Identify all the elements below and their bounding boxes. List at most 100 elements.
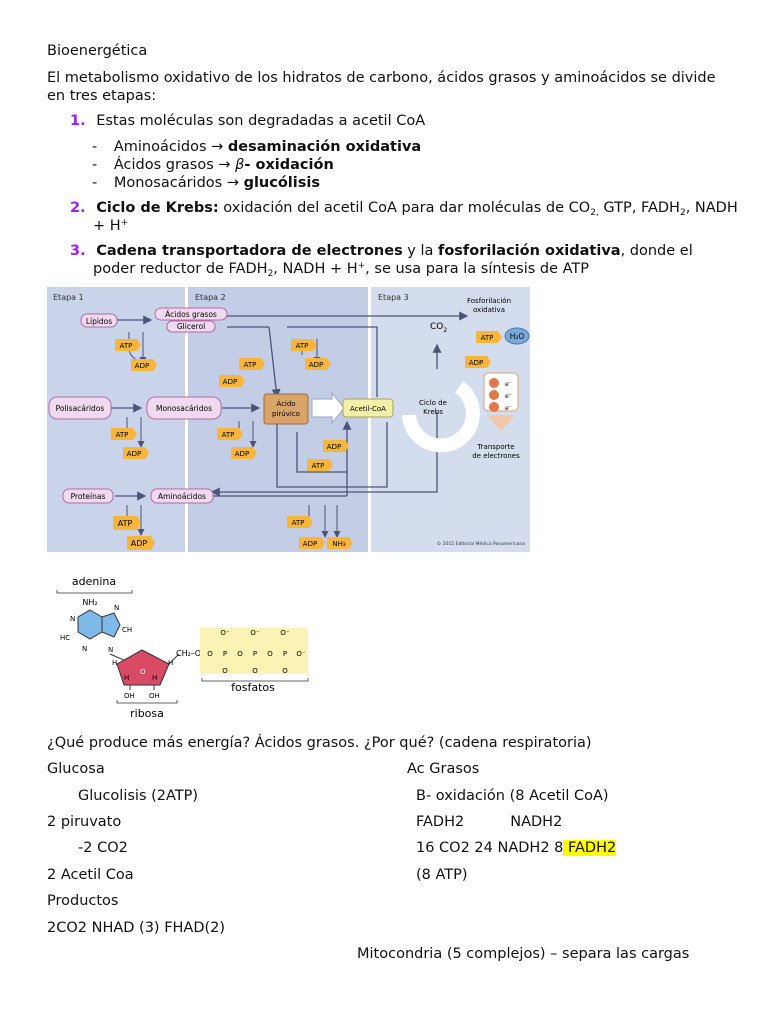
svg-text:ADP: ADP bbox=[127, 450, 141, 458]
step-text: oxidación del acetil CoA para dar molécu… bbox=[218, 200, 591, 216]
adenina-label: adenina bbox=[72, 575, 116, 588]
stage-2-label: Etapa 2 bbox=[195, 293, 226, 302]
step-text: Estas moléculas son degradadas a acetil … bbox=[96, 113, 426, 129]
svg-text:Ácidos grasos: Ácidos grasos bbox=[165, 310, 217, 319]
atp-badge bbox=[239, 358, 265, 370]
svg-text:O: O bbox=[282, 667, 288, 675]
polisacaridos-box bbox=[48, 396, 112, 420]
svg-text:Acetil-CoA: Acetil-CoA bbox=[350, 405, 386, 413]
sublist-bold: desaminación oxidativa bbox=[227, 139, 422, 155]
nh3-badge bbox=[327, 537, 353, 549]
svg-text:O⁻: O⁻ bbox=[250, 629, 260, 637]
svg-text:P: P bbox=[283, 650, 287, 658]
adenine-hexagon bbox=[77, 609, 103, 640]
svg-text:P: P bbox=[253, 650, 257, 658]
svg-text:ATP: ATP bbox=[481, 334, 494, 342]
svg-text:Glicerol: Glicerol bbox=[177, 322, 205, 331]
sublist-item-acidos-grasos: - Ácidos grasos → β- oxidación bbox=[92, 157, 334, 173]
svg-text:oxidativa: oxidativa bbox=[473, 306, 505, 314]
svg-text:e⁻: e⁻ bbox=[505, 393, 512, 400]
dash: - bbox=[92, 175, 98, 191]
highlighted-text: FADH2 bbox=[563, 840, 617, 856]
svg-text:Proteínas: Proteínas bbox=[71, 492, 106, 501]
svg-text:O: O bbox=[222, 667, 228, 675]
water-bubble bbox=[504, 327, 530, 345]
atp-badge bbox=[113, 516, 141, 530]
svg-text:Aminoácidos: Aminoácidos bbox=[158, 492, 206, 501]
svg-text:ATP: ATP bbox=[118, 519, 133, 528]
adp-badge bbox=[305, 358, 331, 370]
svg-text:ATP: ATP bbox=[292, 519, 305, 527]
conversion-arrow bbox=[311, 391, 345, 425]
phosphates-panel bbox=[200, 628, 308, 674]
adp-badge bbox=[131, 359, 157, 371]
svg-text:ADP: ADP bbox=[327, 443, 341, 451]
svg-text:ADP: ADP bbox=[303, 540, 317, 548]
svg-text:ATP: ATP bbox=[116, 431, 129, 439]
left-col-line: 2 Acetil Coa bbox=[47, 867, 134, 883]
svg-text:H: H bbox=[152, 674, 157, 682]
svg-text:Monosacáridos: Monosacáridos bbox=[156, 404, 212, 413]
svg-text:O: O bbox=[140, 668, 146, 676]
svg-text:ADP: ADP bbox=[135, 362, 149, 370]
left-col-line: Productos bbox=[47, 893, 119, 909]
svg-text:P: P bbox=[223, 650, 227, 658]
ribosa-bracket bbox=[116, 700, 178, 704]
svg-text:ATP: ATP bbox=[296, 342, 309, 350]
intro-paragraph: El metabolismo oxidativo de los hidratos… bbox=[47, 70, 716, 104]
svg-text:N: N bbox=[108, 646, 113, 654]
krebs-cycle-arrowhead bbox=[402, 415, 415, 429]
krebs-cycle-ring bbox=[402, 381, 480, 453]
sublist-pre: Aminoácidos → bbox=[113, 139, 228, 155]
svg-text:NH₃: NH₃ bbox=[332, 540, 346, 548]
svg-text:e⁻: e⁻ bbox=[505, 381, 512, 388]
svg-text:N: N bbox=[70, 615, 75, 623]
beta-symbol: β bbox=[235, 157, 245, 173]
svg-text:Ácido: Ácido bbox=[276, 399, 295, 408]
atp-badge bbox=[291, 339, 317, 351]
sublist-item-monosacaridos: - Monosacáridos → glucólisis bbox=[92, 175, 320, 191]
svg-text:O⁻: O⁻ bbox=[280, 629, 290, 637]
svg-text:OH: OH bbox=[149, 692, 160, 700]
electron-transport-box bbox=[483, 372, 519, 412]
atp-badge bbox=[217, 428, 243, 440]
step-2: 2. Ciclo de Krebs: oxidación del acetil … bbox=[70, 200, 738, 218]
svg-text:Transporte: Transporte bbox=[476, 443, 514, 451]
svg-text:ATP: ATP bbox=[120, 342, 133, 350]
svg-text:ATP: ATP bbox=[312, 462, 325, 470]
right-col-line: (8 ATP) bbox=[416, 867, 468, 883]
right-col-line: Ac Grasos bbox=[407, 761, 480, 777]
ribose-ring bbox=[116, 649, 170, 686]
adp-badge bbox=[299, 537, 325, 549]
svg-text:Fosforilación: Fosforilación bbox=[467, 297, 511, 305]
svg-text:O⁻: O⁻ bbox=[220, 629, 230, 637]
sublist-bold: glucólisis bbox=[243, 175, 320, 191]
svg-text:CH₂–O–: CH₂–O– bbox=[176, 649, 205, 658]
adp-badge bbox=[123, 447, 149, 459]
atp-badge bbox=[287, 516, 313, 528]
adenina-bracket bbox=[56, 590, 133, 594]
adp-badge bbox=[465, 356, 491, 368]
svg-text:N: N bbox=[82, 645, 87, 653]
right-col-line: B- oxidación (8 Acetil CoA) bbox=[416, 788, 609, 804]
acetil-coa-box bbox=[342, 398, 394, 418]
glicerol-box bbox=[166, 320, 216, 333]
co2-label: CO2 bbox=[430, 322, 447, 334]
svg-text:Ciclo de: Ciclo de bbox=[419, 399, 447, 407]
svg-text:O: O bbox=[237, 650, 243, 658]
svg-text:O: O bbox=[252, 667, 258, 675]
aminoacidos-box bbox=[150, 488, 214, 504]
svg-text:HC: HC bbox=[60, 634, 70, 642]
document-title: Bioenergética bbox=[47, 43, 148, 59]
adp-badge bbox=[231, 447, 257, 459]
left-col-line: Glucolisis (2ATP) bbox=[78, 788, 199, 804]
svg-text:e⁻: e⁻ bbox=[505, 405, 512, 412]
svg-text:ADP: ADP bbox=[131, 539, 148, 548]
electron-icon bbox=[489, 402, 499, 412]
atp-badge bbox=[307, 459, 333, 471]
svg-text:H: H bbox=[112, 659, 117, 667]
svg-text:pirúvico: pirúvico bbox=[272, 410, 300, 418]
acidos-grasos-box bbox=[154, 307, 228, 321]
svg-text:CH: CH bbox=[122, 626, 132, 634]
footer-note: Mitocondria (5 complejos) – separa las c… bbox=[357, 946, 690, 962]
